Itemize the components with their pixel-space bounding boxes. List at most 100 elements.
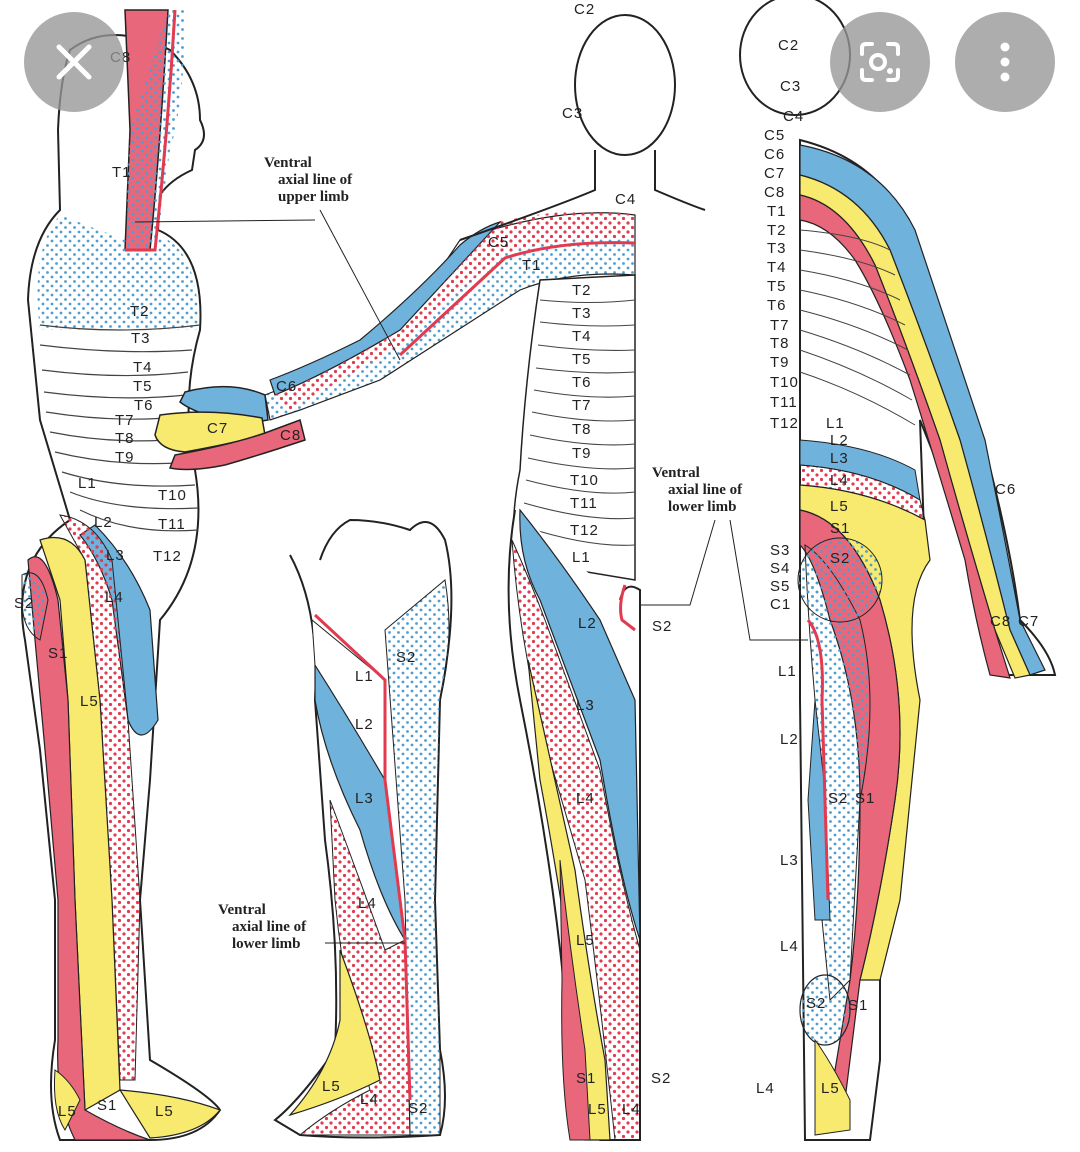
label-back-s2-leg: S2: [828, 790, 848, 807]
side-s2-dots: [21, 572, 49, 641]
back-view-figure: [739, 0, 1057, 1141]
label-leg-l4: L4: [358, 895, 377, 912]
caption-lower-left-line3: lower limb: [232, 936, 300, 952]
label-back-c8-hand: C8: [990, 613, 1011, 630]
front-view-figure: [459, 14, 706, 1141]
label-back-c3: C3: [780, 78, 801, 95]
close-button[interactable]: [24, 12, 124, 112]
arm-red-dots: [275, 211, 635, 410]
label-back-s5: S5: [770, 578, 790, 595]
caption-upper-line3: upper limb: [278, 189, 349, 205]
label-side-t12: T12: [153, 548, 182, 565]
label-arm-c7: C7: [207, 420, 228, 437]
front-s1-red: [559, 859, 591, 1141]
label-leg-s2-foot: S2: [408, 1100, 428, 1117]
label-front-c2: C2: [574, 1, 595, 18]
more-options-button[interactable]: [955, 12, 1055, 112]
label-back-l4: L4: [830, 472, 849, 489]
label-side-t4: T4: [133, 359, 153, 376]
label-back-s4: S4: [770, 560, 790, 577]
caption-lower-limb-left: Ventral axial line of lower limb: [218, 902, 405, 952]
label-back-l4-foot: L4: [756, 1080, 775, 1097]
caption-lower-right-line1: Ventral: [652, 465, 700, 481]
side-t1-dots: [37, 10, 199, 330]
label-back-t3: T3: [767, 240, 787, 257]
label-front-t10: T10: [570, 472, 599, 489]
label-back-t10: T10: [770, 374, 799, 391]
label-front-t4: T4: [572, 328, 592, 345]
label-back-t11: T11: [770, 394, 798, 411]
label-back-t2: T2: [767, 222, 787, 239]
arm-c5-blue: [269, 220, 502, 396]
label-back-c8: C8: [764, 184, 785, 201]
label-back-c6-arm: C6: [995, 481, 1016, 498]
label-side-l5-heel: L5: [58, 1103, 77, 1120]
label-front-l5-foot: L5: [588, 1101, 607, 1118]
label-back-l3-leg: L3: [780, 852, 799, 869]
label-back-l1-leg: L1: [778, 663, 797, 680]
label-side-s2: S2: [14, 595, 34, 612]
side-s1-red-band: [27, 556, 151, 1141]
front-s2-red-line: [619, 584, 636, 632]
label-back-s1: S1: [830, 520, 850, 537]
label-side-t7: T7: [115, 412, 135, 429]
label-leg-l2: L2: [355, 716, 374, 733]
label-side-t6: T6: [134, 397, 154, 414]
caption-lower-right-line2: axial line of: [668, 482, 743, 498]
label-back-s1-foot: S1: [848, 997, 868, 1014]
label-front-l4-foot: L4: [622, 1101, 641, 1118]
front-neck: [459, 150, 706, 241]
back-gluteal-s2: [797, 537, 883, 623]
label-side-l5: L5: [80, 693, 99, 710]
label-front-l3: L3: [576, 697, 595, 714]
label-back-l2-leg: L2: [780, 731, 799, 748]
arm-figure: [154, 211, 636, 471]
label-front-t9: T9: [572, 445, 592, 462]
label-back-c1: C1: [770, 596, 791, 613]
label-back-s1-leg: S1: [855, 790, 875, 807]
label-back-c7-hand: C7: [1018, 613, 1039, 630]
label-back-c7: C7: [764, 165, 785, 182]
leg-l5-yellow: [288, 949, 381, 1117]
label-side-l3: L3: [106, 547, 125, 564]
caption-upper-pointer: [134, 209, 401, 361]
side-foot-l5: [118, 1089, 221, 1139]
more-vert-icon: [1000, 42, 1010, 82]
label-front-t2: T2: [572, 282, 592, 299]
label-side-t9: T9: [115, 449, 135, 466]
label-arm-t1: T1: [522, 257, 542, 274]
label-back-c4: C4: [783, 108, 804, 125]
label-back-l2: L2: [830, 432, 849, 449]
leg-figure: [273, 518, 453, 1139]
caption-upper-line1: Ventral: [264, 155, 312, 171]
side-view-figure: [21, 9, 222, 1141]
label-back-t6: T6: [767, 297, 787, 314]
label-arm-c6: C6: [276, 378, 297, 395]
back-heel: [799, 974, 851, 1046]
label-side-l2: L2: [94, 514, 113, 531]
lens-button[interactable]: [830, 12, 930, 112]
label-back-l5: L5: [830, 498, 849, 515]
label-leg-l4-foot: L4: [360, 1091, 379, 1108]
label-side-t2: T2: [130, 303, 150, 320]
label-side-l4: L4: [105, 589, 124, 606]
close-icon: [56, 44, 92, 80]
front-rib-lines: [521, 299, 636, 546]
label-front-t5: T5: [572, 351, 592, 368]
label-arm-c8: C8: [280, 427, 301, 444]
label-back-l3: L3: [830, 450, 849, 467]
label-back-s2: S2: [830, 550, 850, 567]
back-c8-red: [799, 194, 1011, 679]
label-side-t5: T5: [133, 378, 153, 395]
back-foot-l5: [814, 1038, 851, 1136]
front-labels: C2 C3 C4 T2 T3 T4 T5 T6 T7 T8 T9 T10 T11…: [562, 1, 671, 1118]
back-red-axial: [806, 619, 830, 901]
label-back-c5: C5: [764, 127, 785, 144]
label-front-t8: T8: [572, 421, 592, 438]
arm-axial-line: [398, 241, 636, 357]
label-front-l2: L2: [578, 615, 597, 632]
front-l3-blue: [519, 508, 641, 941]
label-back-t4: T4: [767, 259, 787, 276]
label-back-l4-leg: L4: [780, 938, 799, 955]
